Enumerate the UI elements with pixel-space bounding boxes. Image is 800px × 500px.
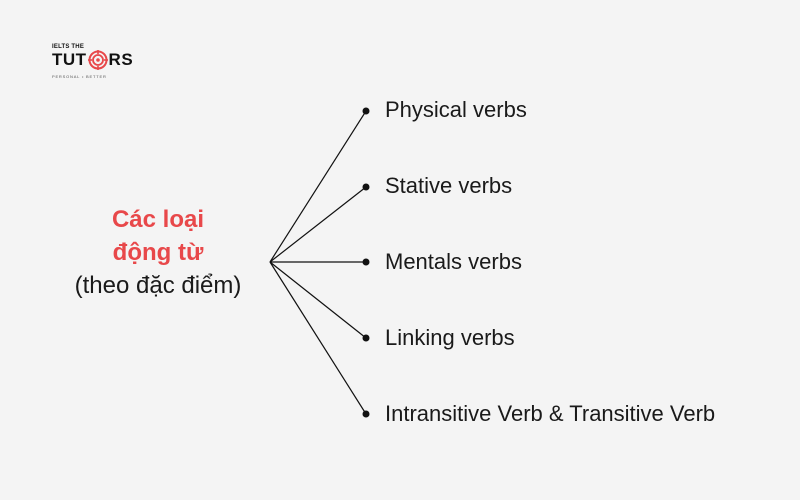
bullet-dot: [362, 410, 370, 418]
bullet-dot: [362, 107, 370, 115]
logo-top-text: IELTS THE: [52, 44, 85, 50]
branch-stative-verbs: Stative verbs: [385, 173, 513, 198]
connector-line: [269, 110, 367, 263]
branch-mental-verbs: Mentals verbs: [385, 249, 522, 274]
target-icon: [87, 50, 108, 70]
logo-main-left: TUT: [52, 50, 87, 69]
root-title-line2: động từ: [112, 239, 204, 266]
logo-tagline: PERSONAL • BETTER: [52, 74, 107, 79]
root-title-line1: Các loại: [111, 206, 205, 233]
logo-wordmark: TUT RS: [52, 50, 133, 70]
logo-main-right: RS: [108, 50, 134, 69]
branch-linking-verbs: Linking verbs: [385, 325, 515, 350]
bullet-dot: [362, 258, 370, 266]
branch-transitive-intransitive-verbs: Intransitive Verb & Transitive Verb: [385, 401, 716, 426]
connector-line: [269, 186, 367, 263]
connector-line: [269, 261, 367, 339]
root-subtitle: (theo đặc điểm): [74, 272, 242, 299]
brand-logo: IELTS THE TUT RS PERSONAL • BETTER: [52, 44, 136, 86]
connector-line: [269, 261, 367, 415]
bullet-dot: [362, 183, 370, 191]
bullet-dot: [362, 334, 370, 342]
branch-physical-verbs: Physical verbs: [385, 97, 527, 122]
diagram-root-label: Các loại động từ (theo đặc điểm): [40, 203, 276, 303]
